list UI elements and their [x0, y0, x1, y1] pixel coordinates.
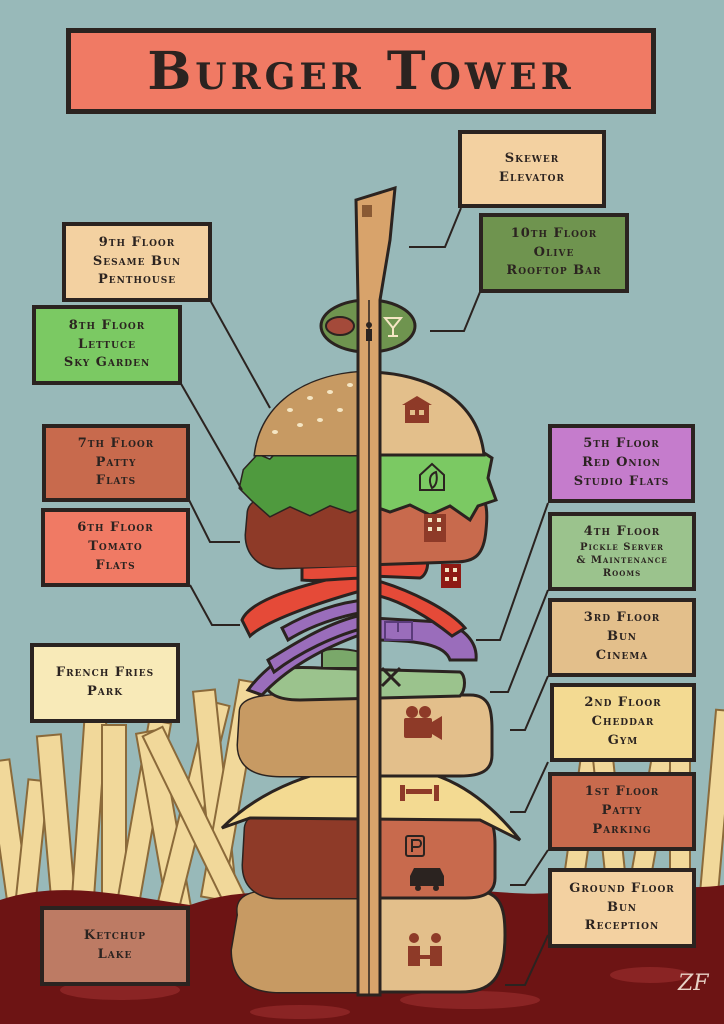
parking-icon: [405, 835, 425, 857]
camera-icon: [404, 706, 442, 740]
building-icon: [424, 514, 446, 542]
skewer: [354, 185, 397, 997]
building-icon: [441, 564, 461, 588]
floorplan-icon: [384, 621, 413, 641]
person-icon: [366, 322, 372, 341]
tools-icon: [380, 666, 402, 688]
leader-lines: [179, 207, 549, 986]
page-title: Burger Tower: [66, 28, 656, 114]
sesame-seeds: [272, 383, 353, 434]
people-icon: [408, 933, 442, 966]
cocktail-icon: [382, 317, 404, 337]
dumbbell-icon: [400, 785, 439, 801]
house-icon: [402, 396, 432, 423]
leaf-icon: [419, 462, 445, 491]
car-icon: [410, 868, 444, 891]
artist-signature: ZF: [677, 971, 709, 996]
